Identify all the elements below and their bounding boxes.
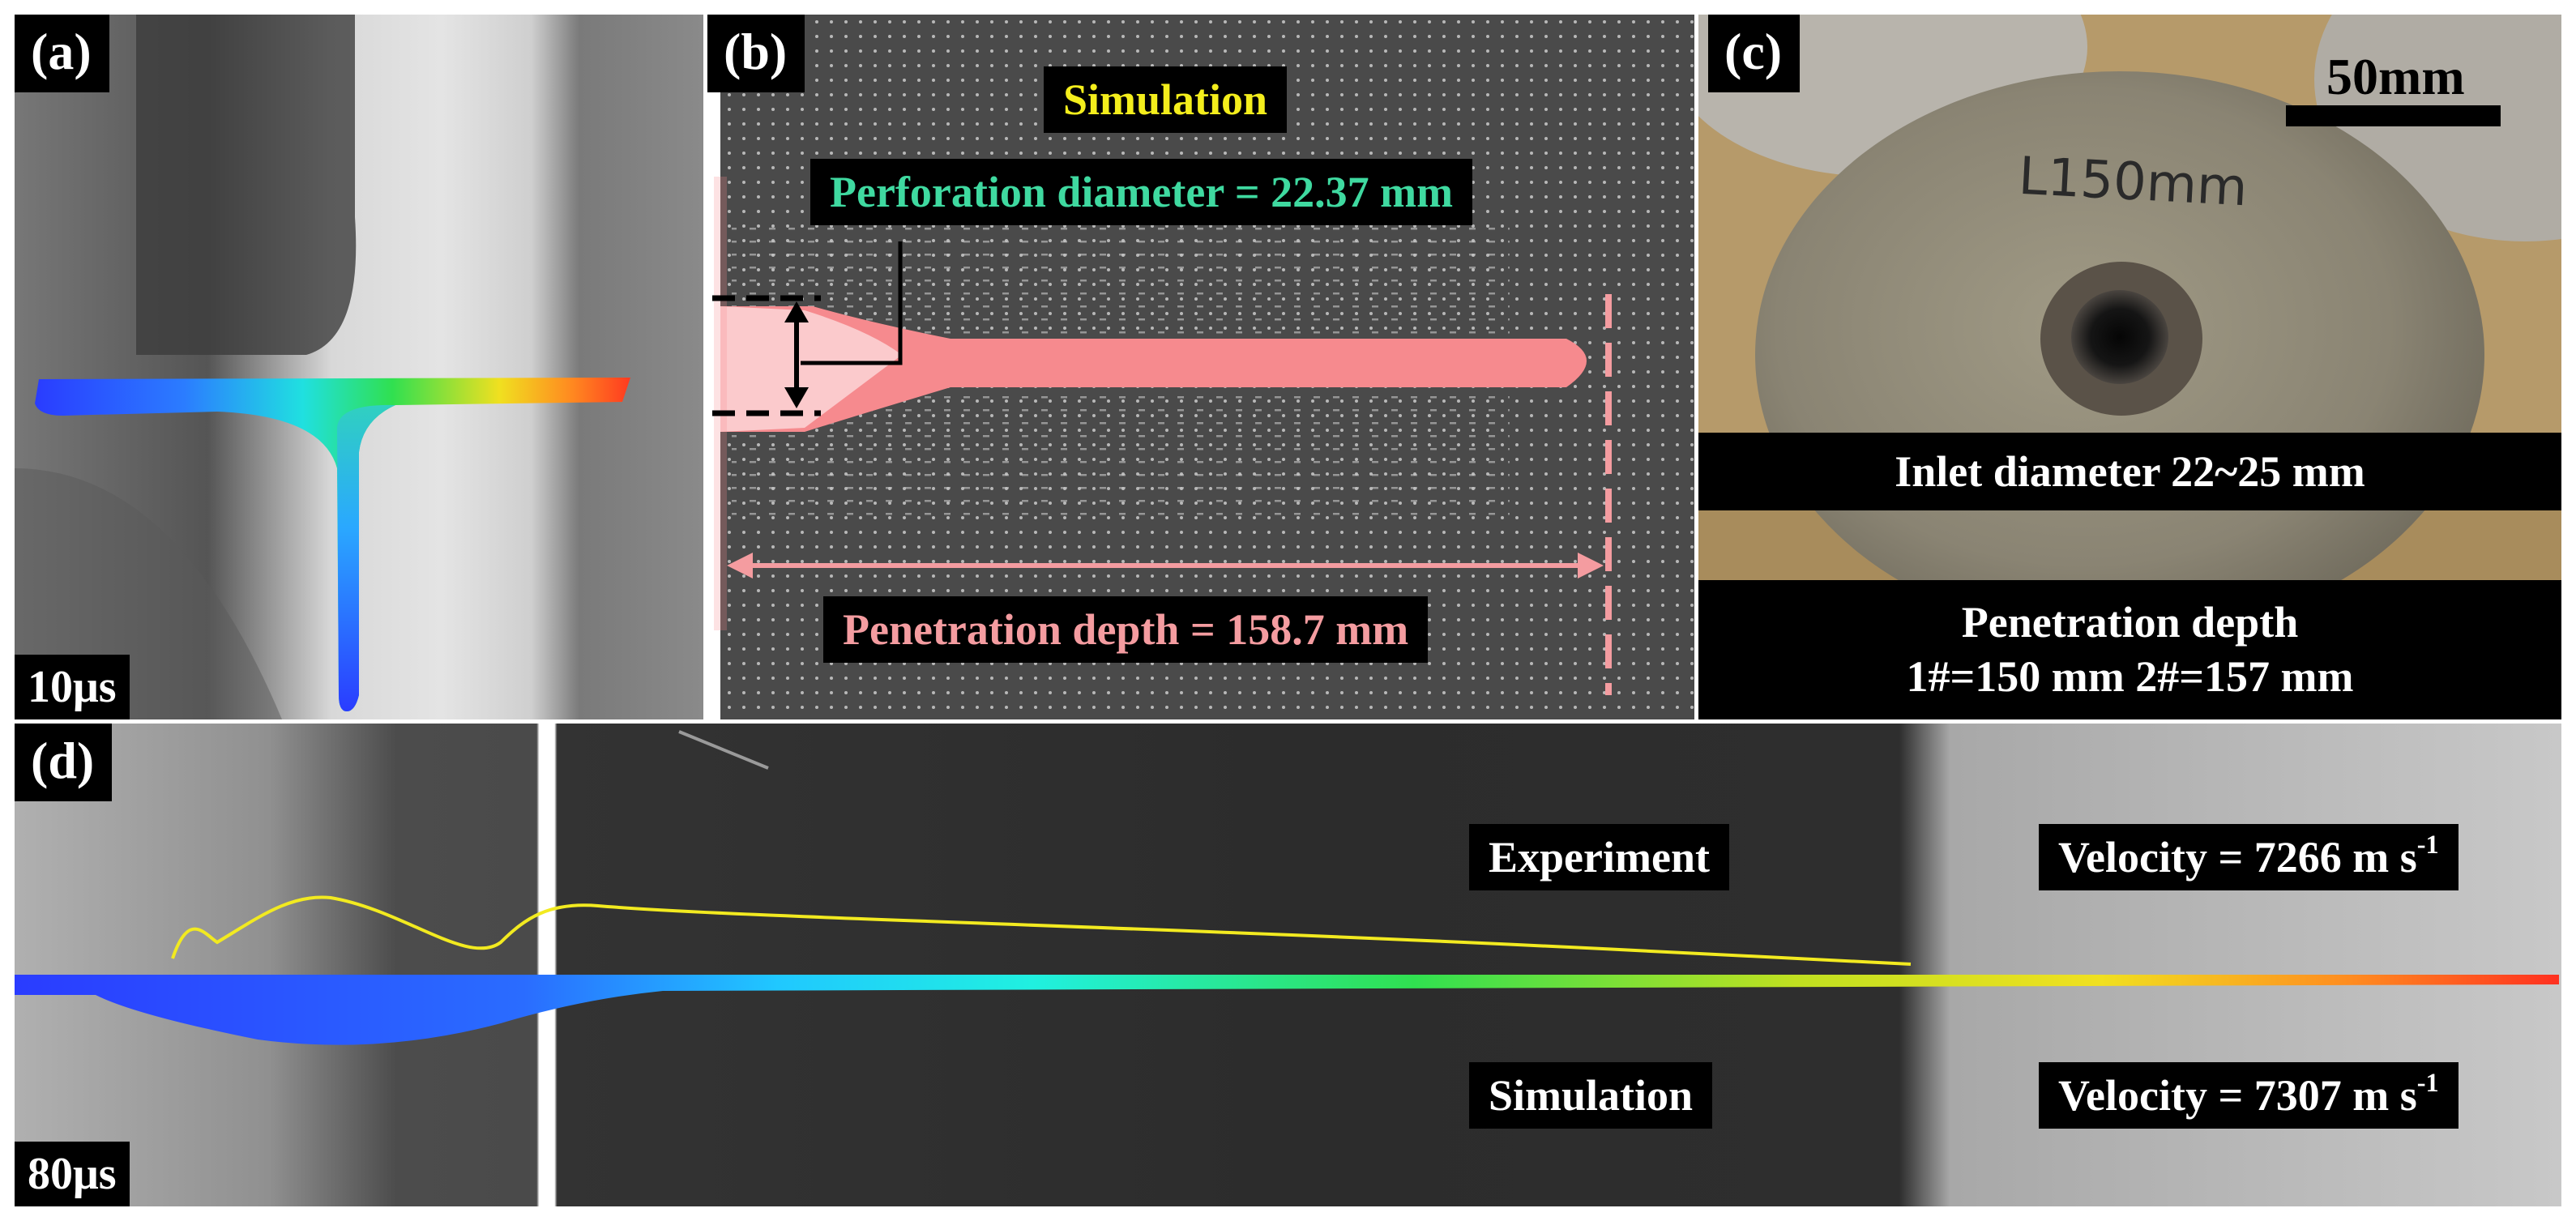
inlet-diameter-label: Inlet diameter 22~25 mm xyxy=(1698,433,2561,510)
panel-b-background xyxy=(707,15,1694,719)
velocity-experiment-label: Velocity = 7266 m s-1 xyxy=(2039,824,2459,890)
velocity-simulation-text: Velocity = 7307 m s xyxy=(2058,1071,2417,1120)
perforation-diameter-label: Perforation diameter = 22.37 mm xyxy=(810,159,1473,225)
panel-c-target-photo: L150mm (c) 50mm Inlet diameter 22~25 mm … xyxy=(1698,15,2561,719)
panel-d-time-label: 80μs xyxy=(15,1142,130,1206)
panel-a-label: (a) xyxy=(15,15,109,92)
penetration-depth-box: Penetration depth 1#=150 mm 2#=157 mm xyxy=(1698,580,2561,719)
panel-a-background xyxy=(15,15,703,719)
scale-bar-label: 50mm xyxy=(2326,48,2465,105)
velocity-experiment-text: Velocity = 7266 m s xyxy=(2058,833,2417,882)
penetration-depth-values: 1#=150 mm 2#=157 mm xyxy=(1906,652,2354,701)
scale-bar xyxy=(2286,105,2501,126)
penetration-depth-title: Penetration depth xyxy=(1961,597,2299,647)
panel-c-label: (c) xyxy=(1708,15,1801,92)
panel-d-background xyxy=(15,724,2561,1206)
simulation-label: Simulation xyxy=(1469,1062,1713,1129)
handwriting-annotation: L150mm xyxy=(2017,146,2249,219)
panel-b-label: (b) xyxy=(707,15,805,92)
panel-d-comparison: (d) 80μs Experiment Simulation Velocity … xyxy=(15,724,2561,1206)
velocity-simulation-label: Velocity = 7307 m s-1 xyxy=(2039,1062,2459,1129)
panel-b-simulation: (b) Simulation Perforation diameter = 22… xyxy=(707,15,1694,719)
experiment-label: Experiment xyxy=(1469,824,1729,890)
panel-a-xray-image: (a) 10μs xyxy=(15,15,703,719)
panel-b-title: Simulation xyxy=(1044,66,1288,133)
penetration-depth-label: Penetration depth = 158.7 mm xyxy=(823,596,1429,663)
velocity-simulation-unit: -1 xyxy=(2416,1069,2439,1098)
panel-a-time-label: 10μs xyxy=(15,655,130,719)
panel-d-label: (d) xyxy=(15,724,113,801)
velocity-experiment-unit: -1 xyxy=(2416,830,2439,860)
